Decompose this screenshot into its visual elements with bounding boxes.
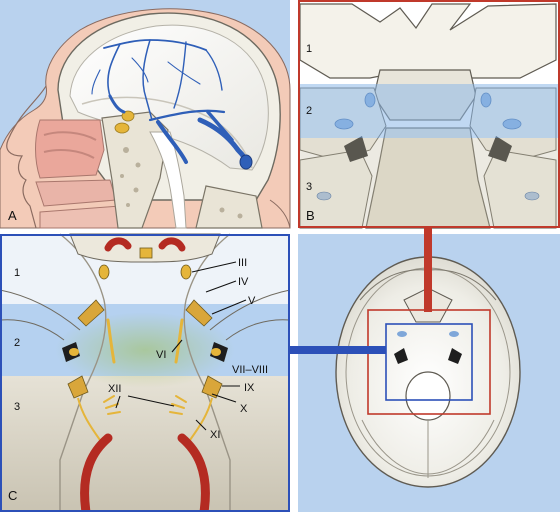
nasal-cavity [35, 119, 105, 179]
region-frame-c [385, 323, 473, 401]
panel-b-zone-1: 1 [306, 43, 312, 55]
occipital-bone [195, 185, 263, 229]
foramen-magnum [405, 371, 451, 421]
bone-texture [237, 213, 243, 219]
label-x: X [240, 403, 248, 415]
carotid-top-right [158, 237, 186, 252]
jugular-nerves-left [67, 375, 89, 399]
panel-c: III IV V VI VII–VIII IX X XI XII 1 2 3 C [0, 233, 291, 517]
clivus-bone [101, 111, 169, 229]
bone-texture [126, 203, 130, 207]
panel-a: A [0, 0, 291, 229]
panel-b-zone-2: 2 [306, 105, 312, 117]
bone-texture [219, 207, 225, 213]
zone-2-band [298, 84, 560, 138]
panel-a-letter: A [8, 208, 17, 223]
pituitary-gland [114, 122, 130, 134]
nerve-leader-lines [115, 261, 247, 431]
hypoglossal-rootlets-right [169, 395, 187, 415]
label-iv: IV [238, 276, 249, 288]
panel-b: 1 2 3 B [298, 0, 560, 229]
foramen-right [449, 331, 459, 337]
panel-c-letter: C [8, 488, 17, 503]
jugular-foramen-right [488, 136, 512, 162]
label-vii-viii: VII–VIII [232, 364, 268, 376]
connector-to-panel-c [290, 346, 386, 354]
petrous-ridge-right [209, 289, 291, 331]
abducens-nerve-left [106, 318, 116, 364]
vertebral-artery-left [80, 433, 113, 517]
jugular-foramen-right [448, 348, 462, 364]
torcula [239, 154, 253, 170]
petrous-ridge-left [0, 289, 81, 331]
jugular-nerves-right [201, 375, 223, 399]
tentorial-edge-left [0, 319, 65, 341]
panel-c-frame [0, 234, 290, 512]
panel-b-letter: B [306, 208, 315, 223]
foramen-left [397, 331, 407, 337]
tentorial-edge-right [225, 319, 291, 341]
abducens-nerve-right [174, 318, 184, 364]
oculomotor-nerve-right [180, 264, 192, 280]
panel-c-zone-3: 3 [14, 401, 20, 413]
panel-c-zone-2: 2 [14, 337, 20, 349]
foramen-posterior-left [316, 191, 332, 201]
bone-texture [120, 174, 124, 178]
zone-3-band [298, 138, 560, 228]
facial-nerve-left [69, 348, 79, 356]
connector-to-panel-b [424, 228, 432, 312]
trigeminal-nerve-right [185, 299, 213, 327]
clival-glow [55, 312, 235, 388]
bone-texture [135, 162, 141, 168]
accessory-nerve-left [77, 397, 101, 441]
carotid-top-left [104, 237, 132, 252]
nose-profile [6, 85, 47, 229]
panel-b-frame [298, 0, 560, 228]
label-xi: XI [210, 429, 220, 441]
bone-texture [123, 147, 129, 153]
label-ix: IX [244, 382, 255, 394]
accessory-nerve-right [189, 397, 213, 441]
jugular-foramen-left [344, 136, 368, 162]
oculomotor-nerve-left [98, 264, 110, 280]
label-vi: VI [156, 349, 166, 361]
pituitary-gland [121, 110, 135, 122]
pituitary-stalk [139, 247, 153, 259]
foramen-posterior-right [524, 191, 540, 201]
anterior-fossa-bone [299, 3, 557, 79]
panel-c-zone-1: 1 [14, 267, 20, 279]
nasal-turbinate [43, 149, 95, 159]
label-v: V [248, 295, 256, 307]
neck-outline [269, 199, 291, 229]
facial-nerve-right [211, 348, 221, 356]
trigeminal-nerve-left [77, 299, 105, 327]
label-xii: XII [108, 383, 121, 395]
panel-b-zone-3: 3 [306, 181, 312, 193]
hypoglossal-rootlets-left [103, 395, 121, 415]
vertebral-artery-right [177, 433, 210, 517]
zone-3-area [0, 376, 290, 512]
label-iii: III [238, 257, 247, 269]
jugular-foramen-left [394, 348, 408, 364]
cerebral-veins [91, 39, 251, 167]
bone-texture [133, 187, 139, 193]
nasal-turbinate [43, 131, 97, 141]
